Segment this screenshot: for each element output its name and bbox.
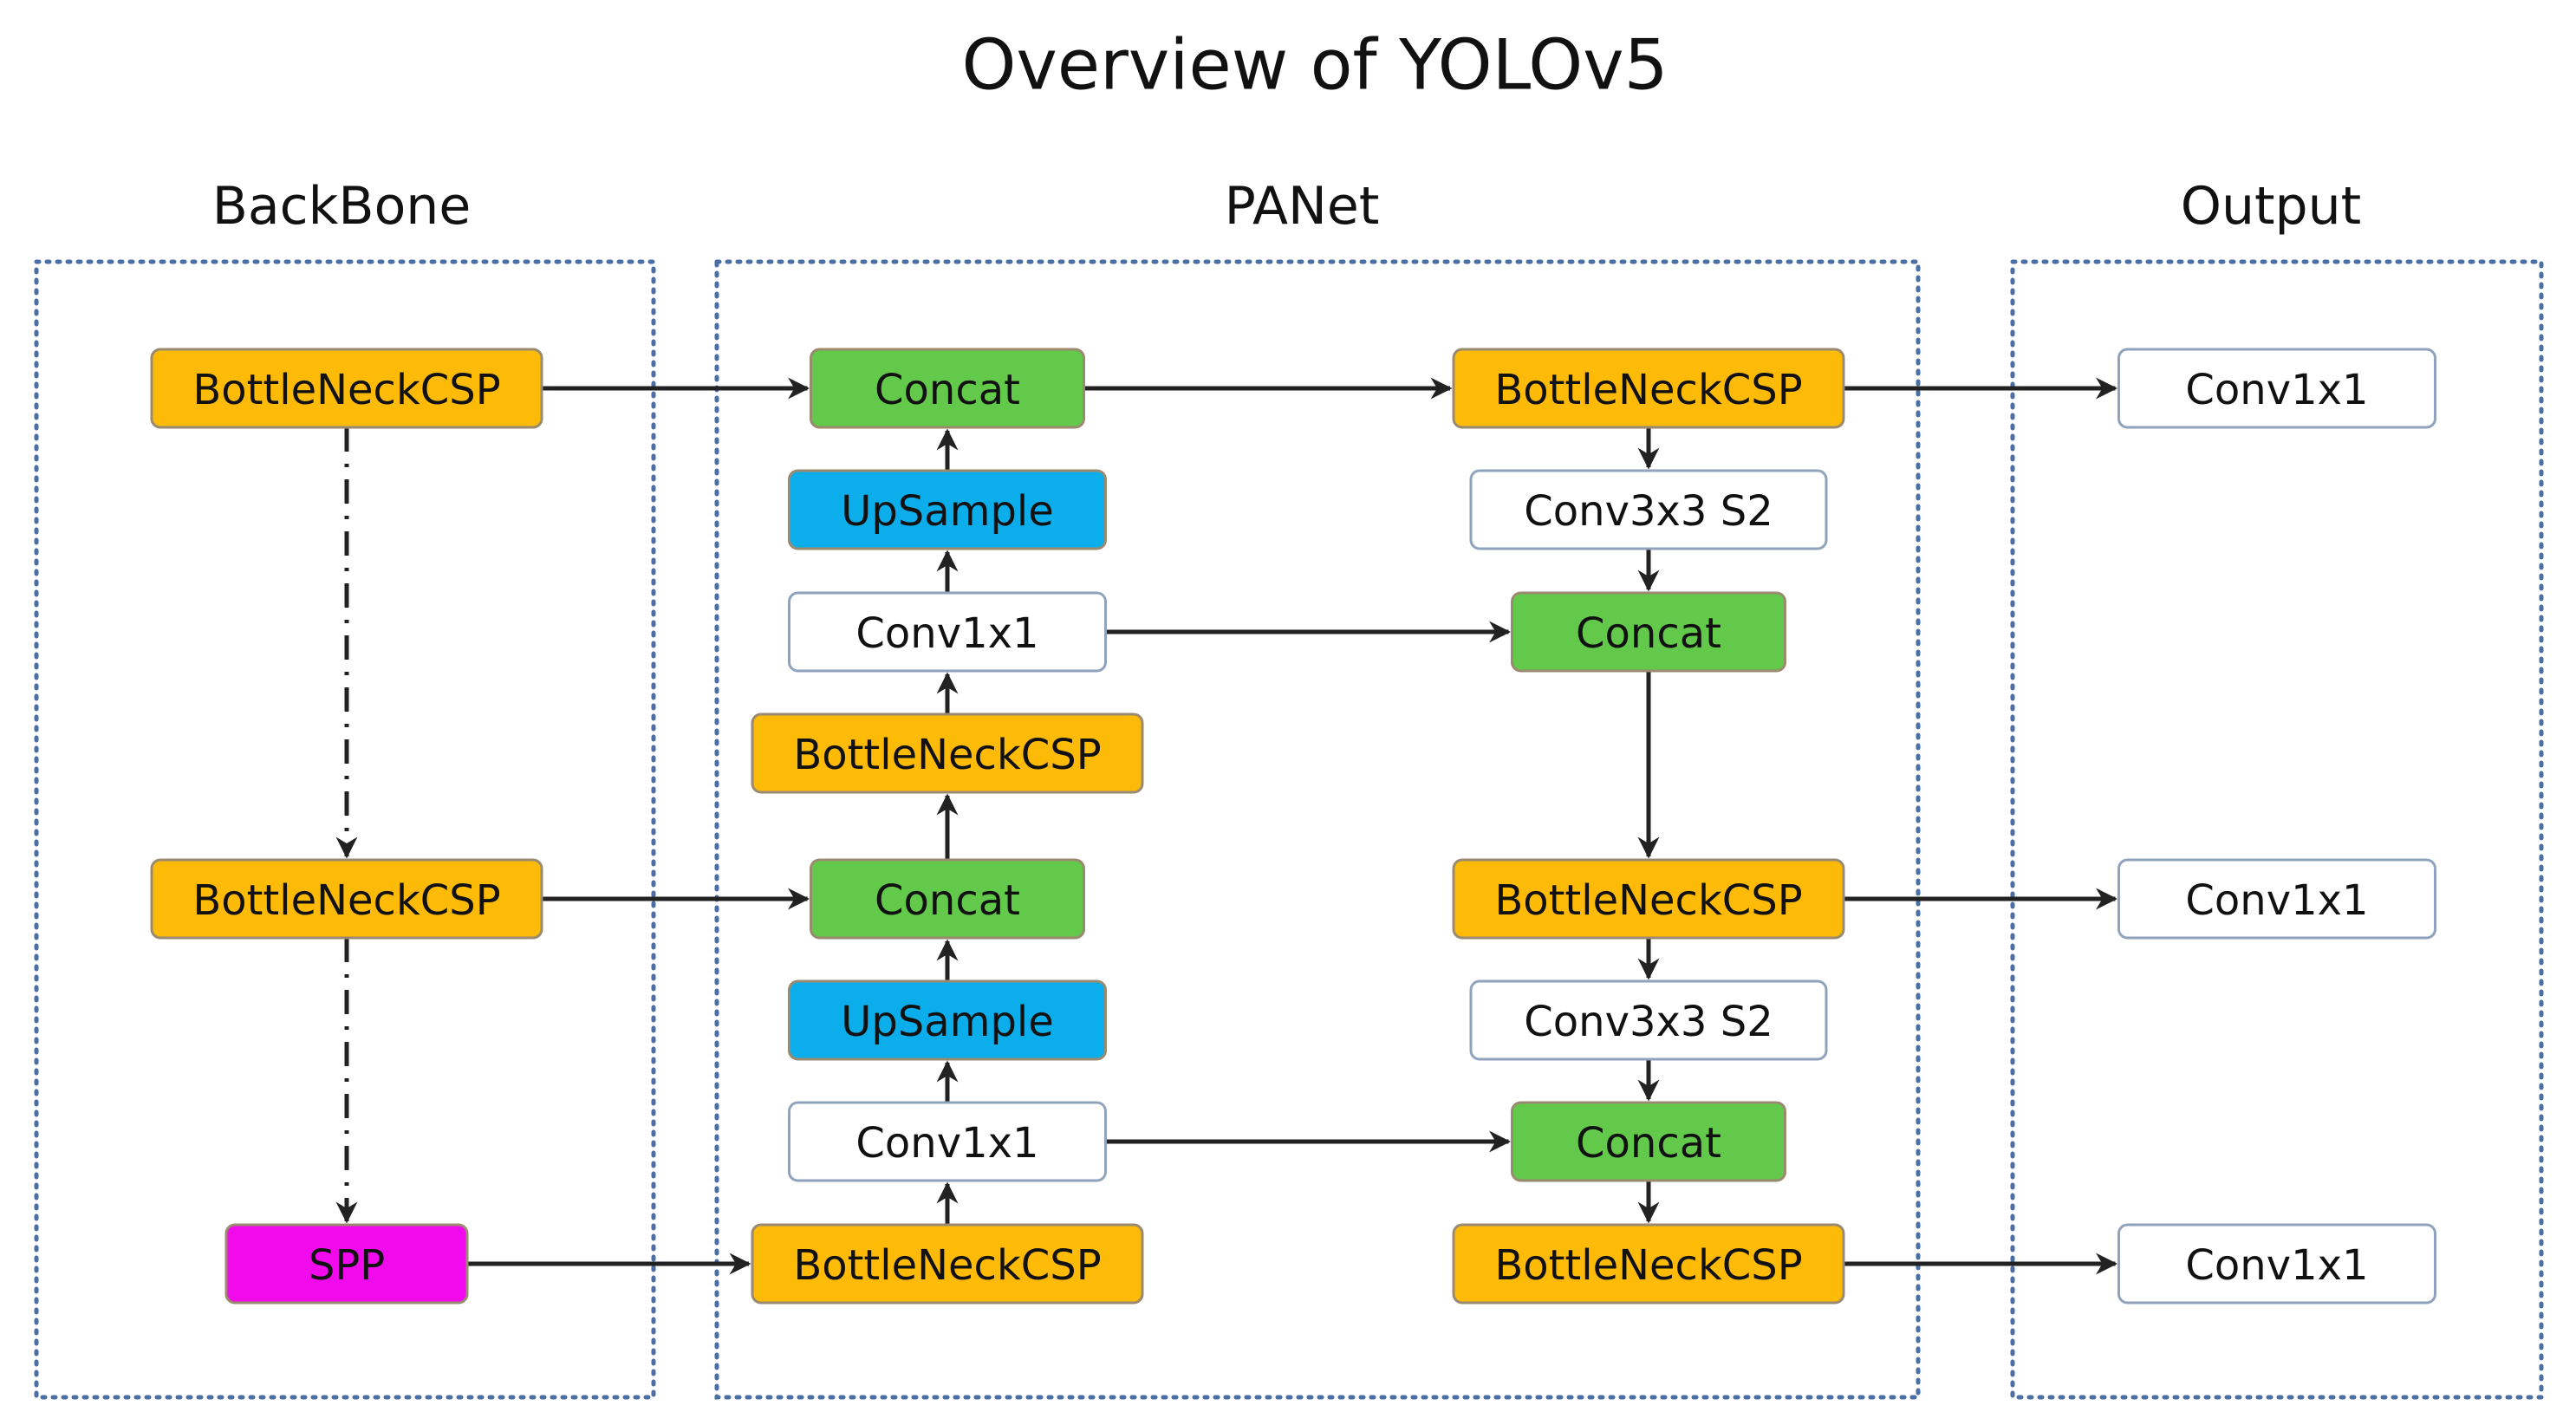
node-box — [751, 1223, 1144, 1305]
node-label: Concat — [875, 366, 1020, 414]
node-pr-conv1: Conv3x3 S2 — [1469, 469, 1828, 550]
nodes: BottleNeckCSPBottleNeckCSPSPPConcatUpSam… — [150, 348, 2436, 1305]
node-box — [1511, 1101, 1786, 1182]
node-box — [788, 1101, 1107, 1182]
node-box — [788, 591, 1107, 673]
node-pr-bn3: BottleNeckCSP — [1452, 1223, 1845, 1305]
edges — [335, 377, 2117, 1275]
node-box — [788, 979, 1107, 1061]
node-label: Conv1x1 — [2185, 876, 2368, 925]
section-backbone — [34, 259, 656, 1400]
node-label: BottleNeckCSP — [1494, 876, 1802, 925]
section-title-backbone: BackBone — [212, 176, 471, 237]
node-label: BottleNeckCSP — [1494, 366, 1802, 414]
node-out2: Conv1x1 — [2117, 858, 2436, 940]
node-label: SPP — [309, 1241, 385, 1290]
node-box — [150, 348, 543, 429]
node-pa-bn1: BottleNeckCSP — [751, 712, 1144, 794]
node-pr-concat1: Concat — [1511, 591, 1786, 673]
node-label: Conv1x1 — [855, 609, 1038, 658]
node-box — [1452, 858, 1845, 940]
node-box — [751, 712, 1144, 794]
node-box — [2117, 858, 2436, 940]
node-pa-up2: UpSample — [788, 979, 1107, 1061]
node-pr-concat2: Concat — [1511, 1101, 1786, 1182]
node-out1: Conv1x1 — [2117, 348, 2436, 429]
node-pa-bn2: BottleNeckCSP — [751, 1223, 1144, 1305]
node-out3: Conv1x1 — [2117, 1223, 2436, 1305]
node-box — [1511, 591, 1786, 673]
node-pa-concat2: Concat — [810, 858, 1085, 940]
node-box — [1469, 469, 1828, 550]
node-label: Conv1x1 — [855, 1119, 1038, 1168]
node-box — [1452, 1223, 1845, 1305]
node-pa-conv2: Conv1x1 — [788, 1101, 1107, 1182]
node-box — [224, 1223, 469, 1305]
node-label: Concat — [875, 876, 1020, 925]
node-pr-bn2: BottleNeckCSP — [1452, 858, 1845, 940]
node-label: Concat — [1576, 1119, 1721, 1168]
node-bb2: BottleNeckCSP — [150, 858, 543, 940]
node-box — [810, 348, 1085, 429]
node-label: BottleNeckCSP — [1494, 1241, 1802, 1290]
node-pr-bn1: BottleNeckCSP — [1452, 348, 1845, 429]
section-title-output: Output — [2181, 176, 2361, 237]
node-bb1: BottleNeckCSP — [150, 348, 543, 429]
node-label: BottleNeckCSP — [192, 876, 500, 925]
node-label: BottleNeckCSP — [192, 366, 500, 414]
section-output — [2010, 259, 2544, 1400]
node-box — [788, 469, 1107, 550]
node-label: Conv1x1 — [2185, 1241, 2368, 1290]
node-label: BottleNeckCSP — [793, 1241, 1101, 1290]
node-label: BottleNeckCSP — [793, 731, 1101, 779]
node-pa-concat1: Concat — [810, 348, 1085, 429]
node-label: UpSample — [841, 487, 1054, 536]
node-spp: SPP — [224, 1223, 469, 1305]
node-box — [2117, 348, 2436, 429]
node-pr-conv2: Conv3x3 S2 — [1469, 979, 1828, 1061]
node-pa-up1: UpSample — [788, 469, 1107, 550]
node-label: UpSample — [841, 998, 1054, 1046]
node-label: Conv3x3 S2 — [1524, 487, 1773, 536]
node-label: Concat — [1576, 609, 1721, 658]
node-box — [1469, 979, 1828, 1061]
section-panet — [714, 259, 1921, 1400]
node-label: Conv1x1 — [2185, 366, 2368, 414]
diagram-title: Overview of YOLOv5 — [962, 25, 1669, 106]
node-label: Conv3x3 S2 — [1524, 998, 1773, 1046]
node-box — [2117, 1223, 2436, 1305]
node-box — [150, 858, 543, 940]
node-box — [810, 858, 1085, 940]
node-pa-conv1: Conv1x1 — [788, 591, 1107, 673]
node-box — [1452, 348, 1845, 429]
section-title-panet: PANet — [1225, 176, 1380, 237]
